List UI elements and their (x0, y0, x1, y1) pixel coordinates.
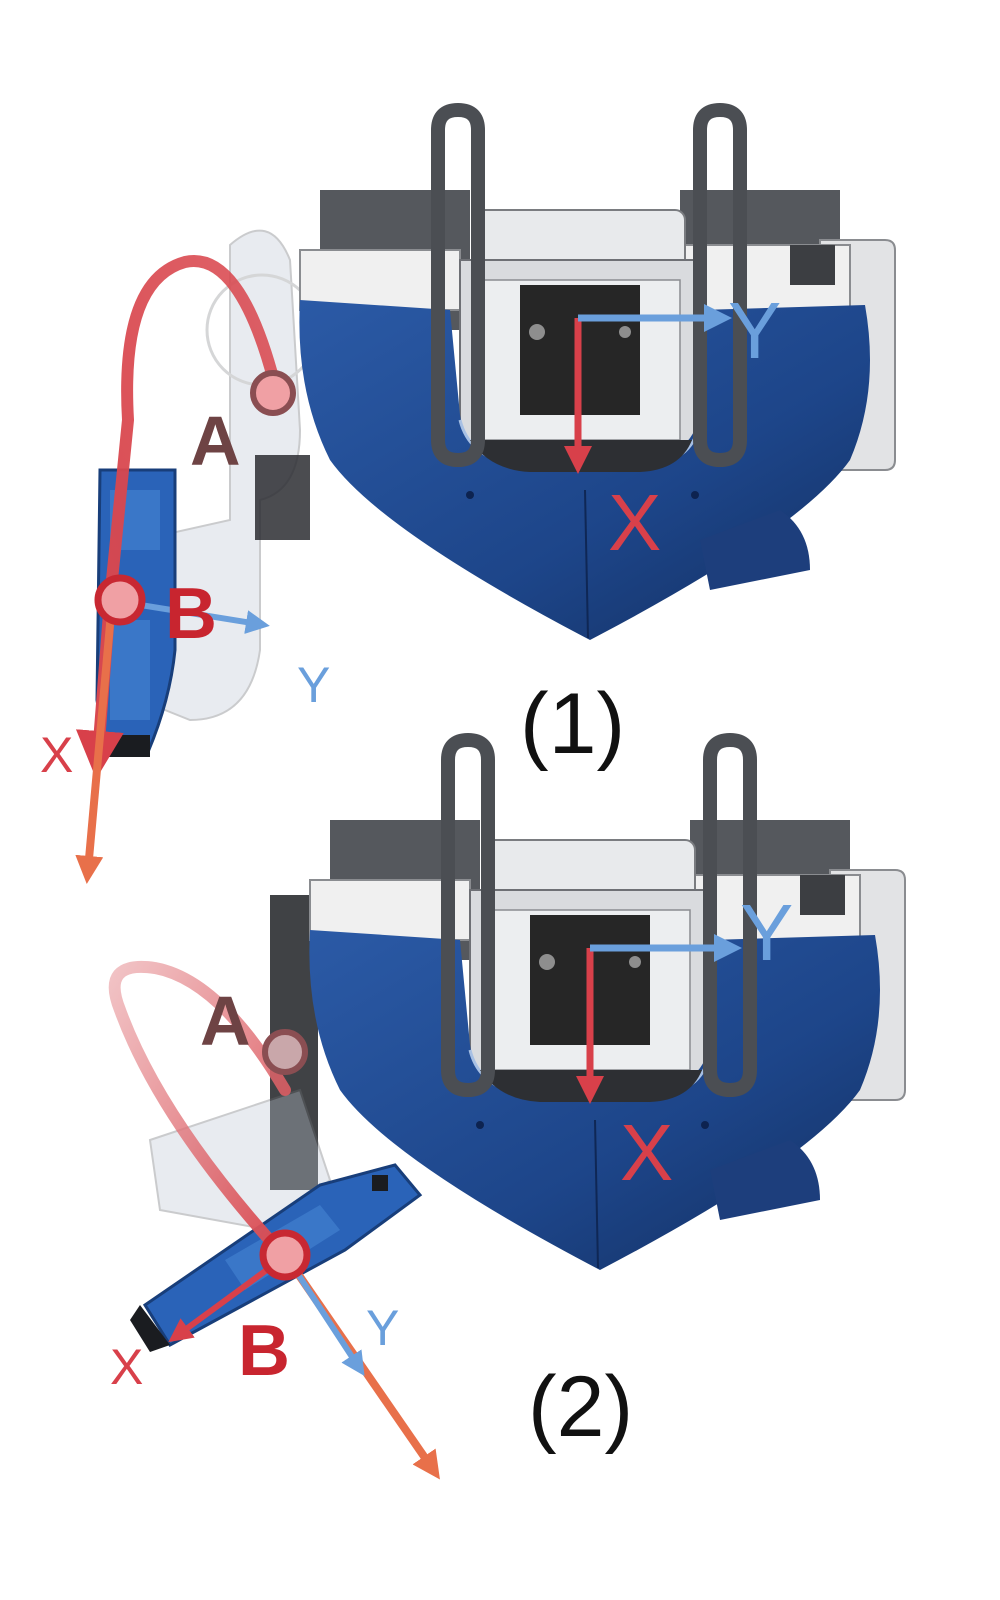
joint-a-label: A (200, 982, 251, 1060)
arm-y-axis (287, 1260, 365, 1377)
arm-y-label: Y (297, 657, 330, 713)
panel-caption: (1) (520, 676, 625, 772)
panel-2: A B X Y X Y (2) (108, 740, 905, 1480)
arm-x-label: X (40, 727, 73, 783)
arm-x-label: X (110, 1339, 143, 1395)
direction-arrow (75, 601, 116, 884)
arm-y-label: Y (366, 1300, 399, 1356)
body-y-label: Y (740, 888, 793, 977)
joint-b-label: B (165, 574, 217, 654)
arm-joint-block (255, 455, 310, 540)
rotation-arc (108, 960, 291, 1261)
panel-caption: (2) (528, 1359, 633, 1455)
joint-a: A (190, 370, 296, 480)
body-y-label: Y (728, 286, 781, 375)
panel-1: A B X Y X Y (1) (40, 110, 895, 884)
joint-b: B (94, 574, 217, 654)
rotation-arc (75, 255, 281, 779)
joint-a: A (200, 982, 308, 1075)
joint-a-label: A (190, 402, 241, 480)
joint-b-label: B (238, 1311, 290, 1391)
body-x-label: X (620, 1108, 673, 1197)
joint-b: B (238, 1229, 311, 1391)
body-x-label: X (608, 478, 661, 567)
robot-body (299, 110, 895, 640)
